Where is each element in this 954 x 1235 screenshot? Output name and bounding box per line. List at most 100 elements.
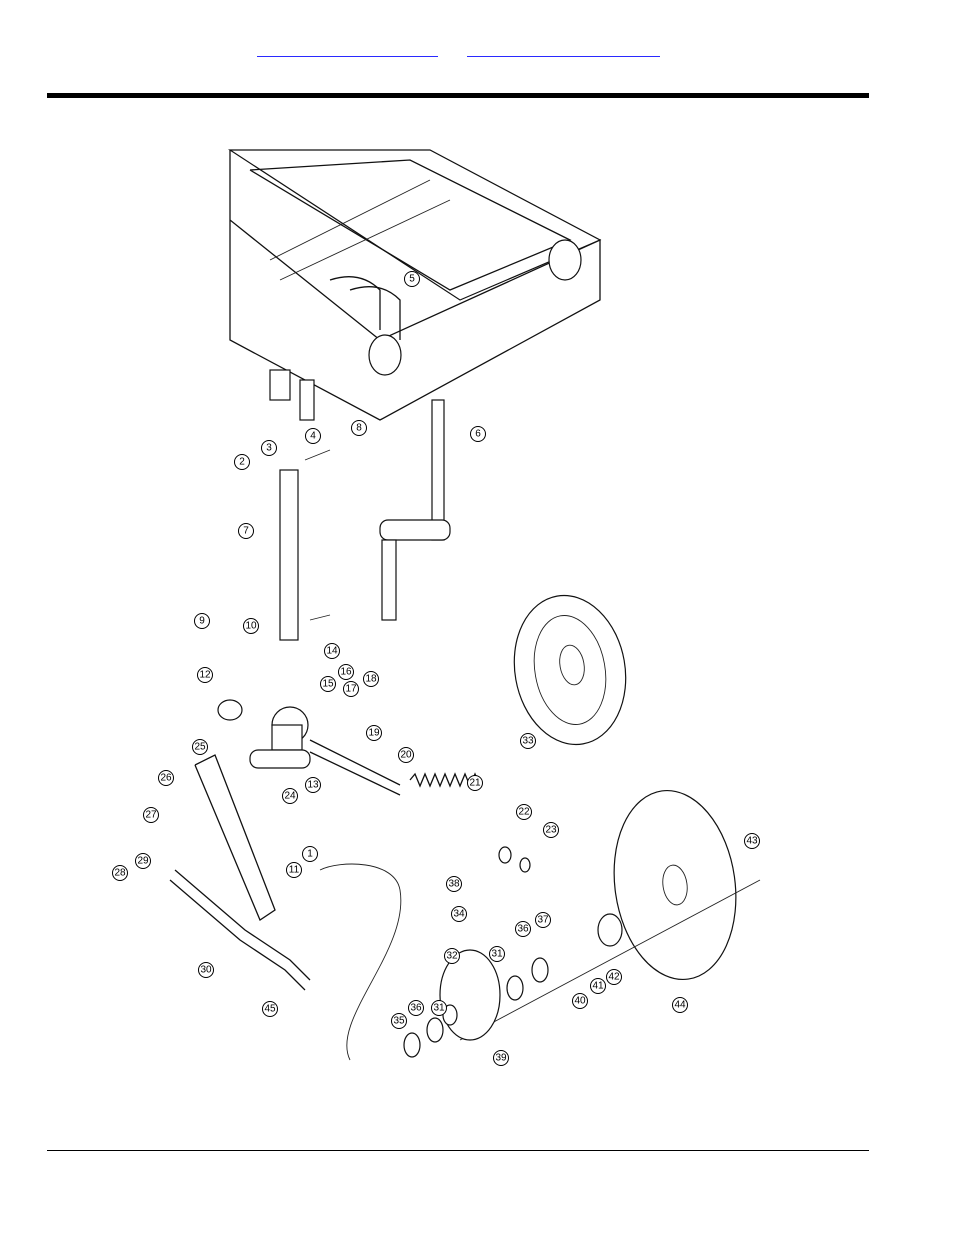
callout-11: 11 (287, 863, 302, 878)
svg-text:39: 39 (495, 1053, 507, 1064)
callout-31-a: 31 (490, 947, 505, 962)
callout-36-b: 36 (409, 1001, 424, 1016)
svg-text:28: 28 (114, 868, 126, 879)
svg-text:14: 14 (326, 646, 338, 657)
svg-text:38: 38 (448, 879, 460, 890)
callout-6: 6 (471, 427, 486, 442)
callout-30: 30 (199, 963, 214, 978)
svg-text:32: 32 (446, 951, 458, 962)
svg-text:45: 45 (264, 1004, 276, 1015)
svg-text:21: 21 (469, 778, 481, 789)
svg-text:36: 36 (517, 924, 529, 935)
callout-10: 10 (244, 619, 259, 634)
svg-text:17: 17 (345, 684, 357, 695)
svg-text:18: 18 (365, 674, 377, 685)
callout-44: 44 (673, 998, 688, 1013)
callout-12: 12 (198, 668, 213, 683)
callout-18: 18 (364, 672, 379, 687)
svg-text:4: 4 (310, 431, 316, 442)
callout-29: 29 (136, 854, 151, 869)
callout-36-a: 36 (516, 922, 531, 937)
callout-3: 3 (262, 441, 277, 456)
svg-text:12: 12 (199, 670, 211, 681)
hub-assembly-drawing (170, 700, 530, 990)
callout-8: 8 (352, 421, 367, 436)
svg-text:25: 25 (194, 742, 206, 753)
svg-text:6: 6 (475, 429, 481, 440)
header-rule (47, 93, 869, 98)
callout-28: 28 (113, 866, 128, 881)
callout-27: 27 (144, 808, 159, 823)
scalloped-disc-drawing (503, 587, 637, 754)
callout-24: 24 (283, 789, 298, 804)
callout-21: 21 (468, 776, 483, 791)
svg-text:36: 36 (410, 1003, 422, 1014)
svg-text:2: 2 (239, 457, 245, 468)
svg-text:15: 15 (322, 679, 334, 690)
svg-text:22: 22 (518, 807, 530, 818)
svg-text:23: 23 (545, 825, 557, 836)
callout-35: 35 (392, 1014, 407, 1029)
footer-rule (47, 1150, 869, 1151)
callout-20: 20 (399, 748, 414, 763)
parts-diagram: 1 2 3 4 5 6 7 8 9 10 11 12 13 14 15 16 1… (100, 140, 800, 1080)
callout-5: 5 (405, 272, 420, 287)
svg-text:34: 34 (453, 909, 465, 920)
svg-text:42: 42 (608, 972, 620, 983)
callout-9: 9 (195, 614, 210, 629)
callout-26: 26 (159, 771, 174, 786)
callout-19: 19 (367, 726, 382, 741)
svg-text:43: 43 (746, 836, 758, 847)
smooth-disc-drawing (460, 783, 760, 1040)
svg-text:3: 3 (266, 443, 272, 454)
callout-7: 7 (239, 524, 254, 539)
svg-text:37: 37 (537, 915, 549, 926)
callout-34: 34 (452, 907, 467, 922)
nav-link-left[interactable] (257, 46, 438, 57)
callout-17: 17 (344, 682, 359, 697)
callout-14: 14 (325, 644, 340, 659)
svg-text:33: 33 (522, 736, 534, 747)
callout-1: 1 (303, 847, 318, 862)
callout-16: 16 (339, 665, 354, 680)
nav-link-right[interactable] (467, 46, 660, 57)
svg-text:7: 7 (243, 526, 249, 537)
callout-43: 43 (745, 834, 760, 849)
callout-33: 33 (521, 734, 536, 749)
callout-13: 13 (306, 778, 321, 793)
callout-15: 15 (321, 677, 336, 692)
callout-39: 39 (494, 1051, 509, 1066)
svg-text:29: 29 (137, 856, 149, 867)
svg-text:10: 10 (245, 621, 257, 632)
svg-text:40: 40 (574, 996, 586, 1007)
callout-25: 25 (193, 740, 208, 755)
svg-text:19: 19 (368, 728, 380, 739)
svg-text:16: 16 (340, 667, 352, 678)
svg-text:20: 20 (400, 750, 412, 761)
svg-text:8: 8 (356, 423, 362, 434)
callout-37: 37 (536, 913, 551, 928)
svg-text:35: 35 (393, 1016, 405, 1027)
svg-text:5: 5 (409, 274, 415, 285)
callout-22: 22 (517, 805, 532, 820)
callout-41: 41 (591, 979, 606, 994)
svg-text:27: 27 (145, 810, 157, 821)
bearing-drawing (320, 864, 622, 1060)
svg-text:24: 24 (284, 791, 296, 802)
svg-text:1: 1 (307, 849, 313, 860)
svg-text:26: 26 (160, 773, 172, 784)
callout-2: 2 (235, 455, 250, 470)
svg-text:13: 13 (307, 780, 319, 791)
svg-text:30: 30 (200, 965, 212, 976)
callout-45: 45 (263, 1002, 278, 1017)
callout-42: 42 (607, 970, 622, 985)
svg-text:41: 41 (592, 981, 604, 992)
callout-40: 40 (573, 994, 588, 1009)
svg-text:11: 11 (289, 865, 300, 876)
callout-38: 38 (447, 877, 462, 892)
svg-text:44: 44 (674, 1000, 686, 1011)
svg-text:9: 9 (199, 616, 205, 627)
callout-4: 4 (306, 429, 321, 444)
callout-32: 32 (445, 949, 460, 964)
callout-31-b: 31 (432, 1001, 447, 1016)
